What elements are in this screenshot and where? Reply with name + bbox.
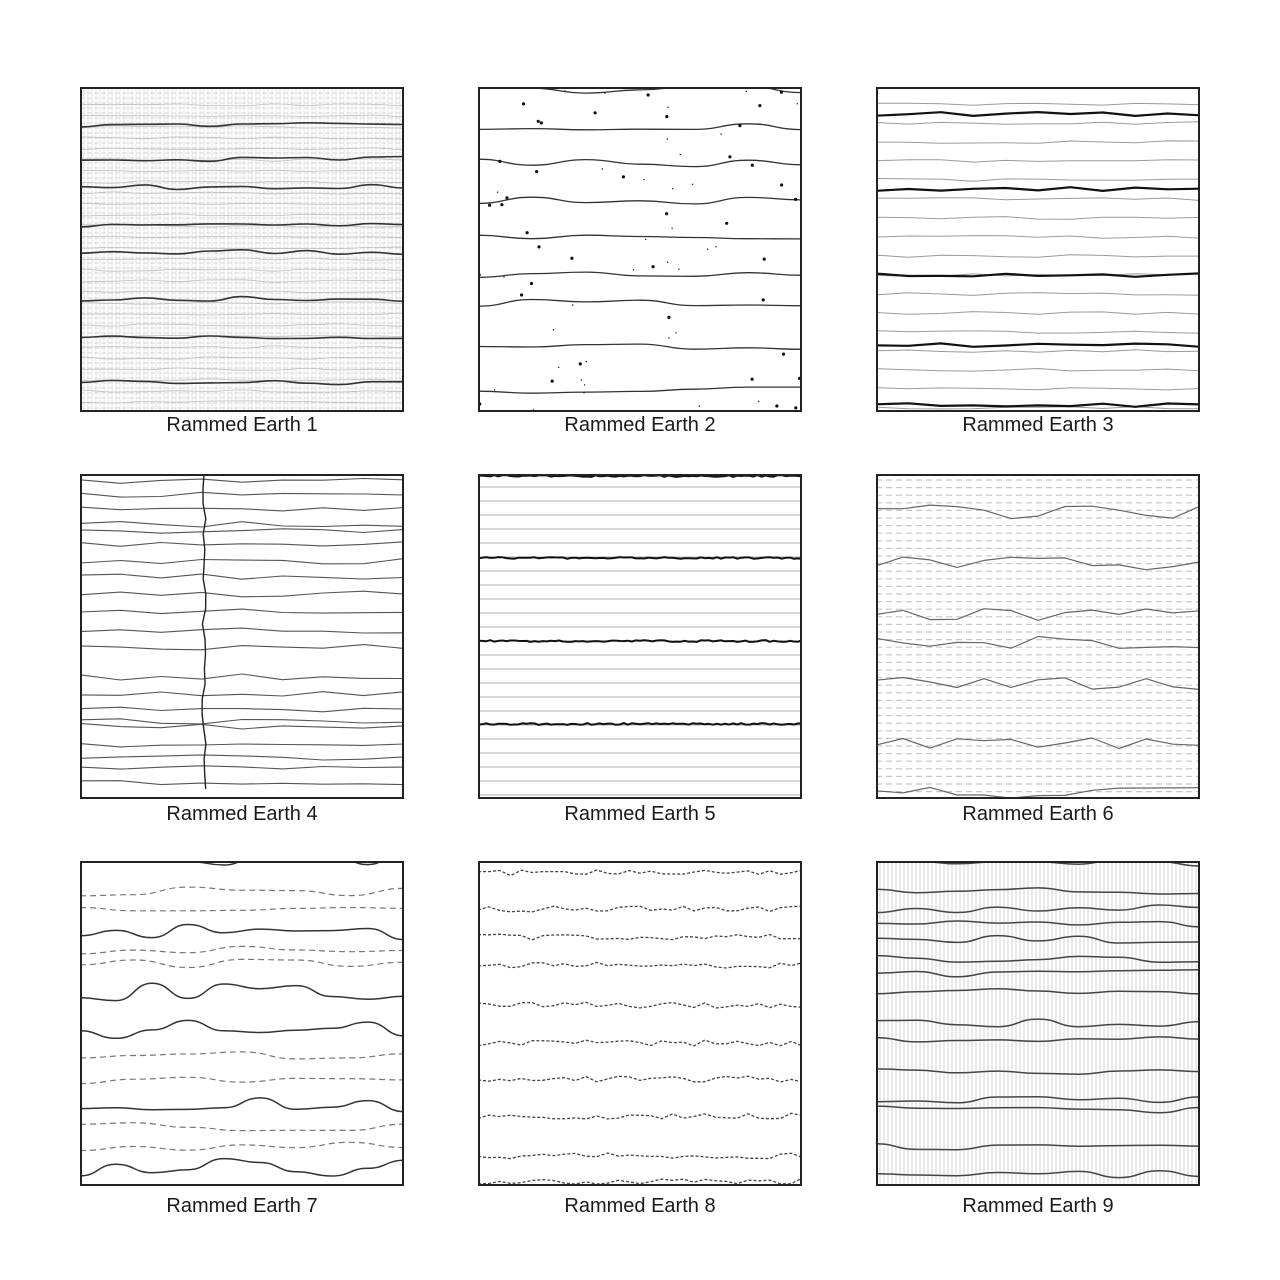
pattern-swatch-rammed-earth-3 <box>876 87 1200 412</box>
pattern-panel-1 <box>80 87 404 412</box>
panel-label-3: Rammed Earth 3 <box>962 414 1114 436</box>
panel-label-1: Rammed Earth 1 <box>166 414 318 436</box>
pattern-swatch-rammed-earth-6 <box>876 474 1200 799</box>
pattern-panel-6 <box>876 474 1200 799</box>
panel-label-2: Rammed Earth 2 <box>564 414 716 436</box>
panel-label-4: Rammed Earth 4 <box>166 803 318 825</box>
pattern-panel-2 <box>478 87 802 412</box>
pattern-panel-5 <box>478 474 802 799</box>
pattern-panel-7 <box>80 861 404 1186</box>
panel-label-8: Rammed Earth 8 <box>564 1195 716 1217</box>
pattern-panel-4 <box>80 474 404 799</box>
panel-label-6: Rammed Earth 6 <box>962 803 1114 825</box>
pattern-swatch-rammed-earth-8 <box>478 861 802 1186</box>
pattern-swatch-rammed-earth-9 <box>876 861 1200 1186</box>
pattern-swatch-rammed-earth-7 <box>80 861 404 1186</box>
pattern-swatch-rammed-earth-4 <box>80 474 404 799</box>
pattern-swatch-rammed-earth-2 <box>478 87 802 412</box>
panel-label-9: Rammed Earth 9 <box>962 1195 1114 1217</box>
pattern-swatch-rammed-earth-5 <box>478 474 802 799</box>
pattern-panel-8 <box>478 861 802 1186</box>
panel-label-5: Rammed Earth 5 <box>564 803 716 825</box>
pattern-panel-3 <box>876 87 1200 412</box>
pattern-panel-9 <box>876 861 1200 1186</box>
pattern-swatch-rammed-earth-1 <box>80 87 404 412</box>
panel-label-7: Rammed Earth 7 <box>166 1195 318 1217</box>
